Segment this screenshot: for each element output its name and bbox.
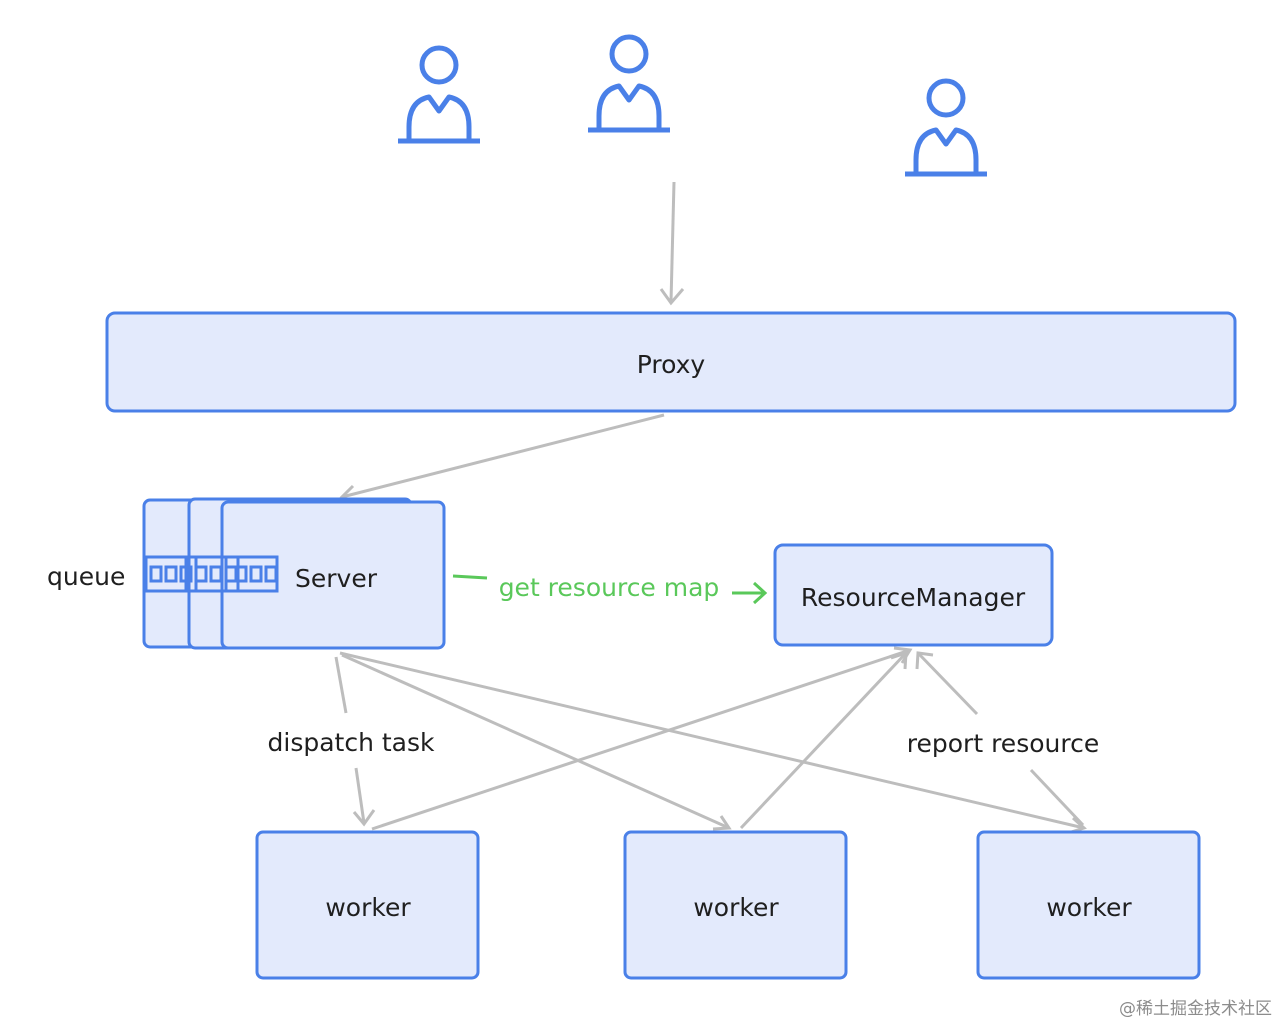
edge-proxy-to-server <box>339 413 665 507</box>
proxy-box <box>105 311 1237 413</box>
resource-manager-label: ResourceManager <box>801 583 1026 612</box>
user-icon <box>398 48 480 141</box>
edge-report-from-worker-1 <box>371 646 913 831</box>
user-icon <box>588 37 670 130</box>
worker-box <box>976 830 1201 980</box>
worker-box <box>623 830 848 980</box>
worker-label: worker <box>325 893 411 922</box>
server-label: Server <box>295 564 378 593</box>
edge-report-from-worker-2 <box>739 650 908 830</box>
server-stack <box>142 497 446 650</box>
worker-label: worker <box>1046 893 1132 922</box>
edge-users-to-proxy <box>659 181 685 306</box>
worker-box <box>255 830 480 980</box>
queue-icon <box>144 555 279 593</box>
queue-label: queue <box>47 562 125 591</box>
user-icon <box>905 81 987 174</box>
edge-get-resource-map <box>452 574 768 605</box>
dispatch-task-label: dispatch task <box>268 728 436 757</box>
proxy-label: Proxy <box>637 350 706 379</box>
watermark: @稀土掘金技术社区 <box>1119 999 1272 1019</box>
resource-manager-box <box>773 543 1054 647</box>
edge-dispatch-to-worker-1 <box>334 656 376 827</box>
report-resource-label: report resource <box>907 729 1099 758</box>
get-resource-map-label: get resource map <box>499 573 720 602</box>
worker-label: worker <box>693 893 779 922</box>
edge-dispatch-to-worker-2 <box>341 653 732 831</box>
edge-report-from-worker-3 <box>915 651 1085 827</box>
